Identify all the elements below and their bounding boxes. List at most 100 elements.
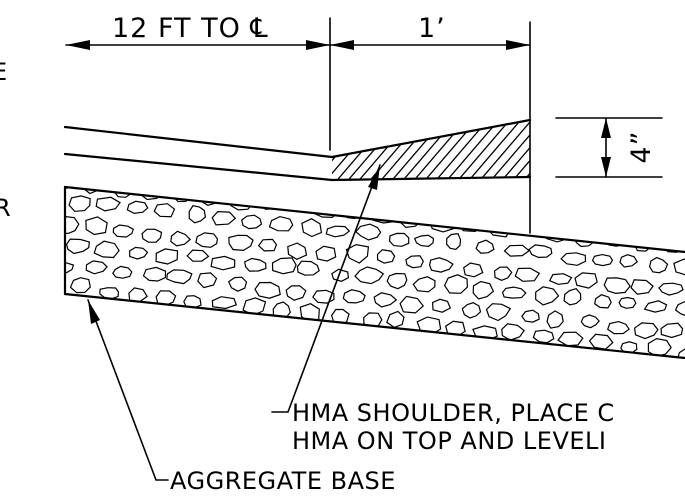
aggregate-stone [296,260,320,276]
aggregate-stone [563,288,582,306]
aggregate-stone [354,266,385,285]
aggregate-stone [241,214,263,230]
hatch-line [398,120,460,180]
aggregate-stone [65,215,80,235]
aggregate-stone [619,254,638,268]
aggregate-stone [647,337,672,358]
aggregate-stone [388,232,410,247]
hatch-line [376,120,438,180]
aggregate-stone [660,322,684,339]
aggregate-stone [404,382,428,396]
edge-label-top: E [0,58,8,86]
aggregate-stone [198,318,221,333]
aggregate-stone [316,374,336,385]
aggregate-stone [65,319,90,335]
aggregate-stone [428,257,454,273]
arrowhead-mid-right [330,40,354,50]
pavement-bottom-line [63,152,334,182]
aggregate-stone [330,352,353,358]
aggregate-stone [658,282,684,296]
aggregate-stone [186,249,210,262]
aggregate-stone [643,300,668,313]
aggregate-stone [557,331,584,347]
aggregate-stone [211,296,238,310]
aggregate-stone [405,255,424,269]
aggregate-stone [574,272,598,289]
aggregate-stone [653,384,670,398]
aggregate-stone [594,294,612,309]
aggregate-stone [542,353,567,358]
aggregate-stone [588,333,614,350]
aggregate-stone [112,265,133,279]
aggregate-stone [428,212,457,233]
aggregate-stone [603,277,631,295]
aggregate-stone [560,252,587,266]
aggregate-stone [141,228,163,243]
aggregate-stone [618,296,637,309]
aggregate-stone [285,285,307,301]
aggregate-stone [675,386,685,399]
aggregate-stone [301,218,323,238]
aggregate-stone [386,310,405,329]
aggregate-stone [458,340,478,358]
hatch-line [442,120,504,180]
shoulder-hatch [332,120,530,180]
aggregate-stone [374,335,400,351]
aggregate-stone [389,359,410,371]
aggregate-stone [561,373,579,387]
aggregate-stone [155,332,178,345]
aggregate-stone [142,266,167,282]
hatch-line [343,120,405,180]
dimension-shoulder-width: 1’ [329,13,531,50]
aggregate-stone [386,272,408,290]
arrowhead-bottom [601,157,611,177]
hatch-line [508,120,530,180]
aggregate-stone [501,323,525,341]
aggregate-stone [546,310,564,329]
aggregate-stone [535,371,553,387]
aggregate-stone [65,299,77,314]
aggregate-stone [514,267,541,282]
aggregate-stone [674,301,685,317]
aggregate-stone [227,364,249,378]
dimension-label-shoulder-width: 1’ [418,13,446,44]
aggregate-stone [413,234,435,248]
aggregate-stone [210,255,236,271]
aggregate-stone [188,205,207,224]
aggregate-stone [185,334,208,349]
aggregate-stone [445,232,462,250]
aggregate-stone [268,343,294,357]
aggregate-stone [634,363,653,379]
callout-hma-shoulder: HMA SHOULDER, PLACE C HMA ON TOP AND LEV… [271,164,614,455]
aggregate-stone [593,377,616,391]
pavement-top-line [63,125,334,159]
arrowhead-top [601,118,611,138]
leader-aggregate-base [87,299,169,481]
aggregate-stone [503,244,531,257]
hatch-line [387,120,449,180]
aggregate-stone [268,215,294,232]
aggregate-stone [228,234,254,252]
hatch-line [420,120,482,180]
hatch-line [464,120,526,180]
aggregate-stone [444,363,464,378]
aggregate-stone [299,303,320,324]
aggregate-stone [443,274,469,294]
aggregate-stone [85,260,108,275]
aggregate-stones [65,187,685,421]
aggregate-stone [214,338,236,352]
aggregate-stone [486,221,512,238]
hatch-line [431,120,493,180]
hatch-line [497,120,530,180]
aggregate-stone [664,410,685,421]
aggregate-stone [342,289,366,304]
aggregate-stone [535,286,560,306]
aggregate-stone [166,269,193,285]
aggregate-stone [463,262,484,278]
aggregate-stone [111,347,138,358]
aggregate-stone [256,321,282,339]
aggregate-stone [287,242,308,260]
hatch-line [519,120,530,180]
aggregate-stone [68,195,91,212]
